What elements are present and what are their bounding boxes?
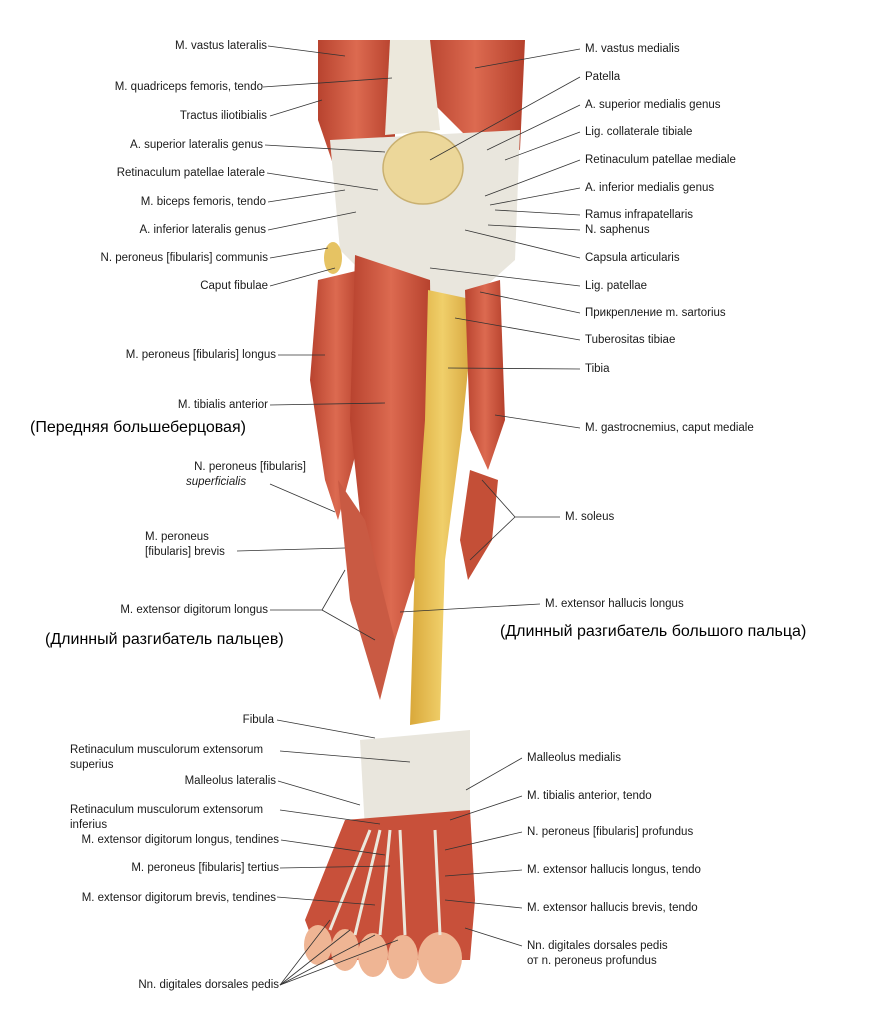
ru-label-extensor-hallucis: (Длинный разгибатель большого пальца): [500, 623, 807, 640]
label-a-superior-lateralis-genus: A. superior lateralis genus: [130, 139, 263, 151]
label-tractus-iliotibialis: Tractus iliotibialis: [179, 110, 267, 122]
label-extensor-hallucis-longus: M. extensor hallucis longus: [545, 598, 684, 610]
label-capsula-articularis: Capsula articularis: [585, 252, 680, 264]
label-retinaculum-inferius-2: inferius: [70, 819, 108, 831]
label-peroneus-tertius: M. peroneus [fibularis] tertius: [131, 862, 279, 874]
label-a-inferior-lateralis-genus: A. inferior lateralis genus: [139, 224, 266, 236]
label-ehb-tendo: M. extensor hallucis brevis, tendo: [527, 902, 698, 914]
toe-3: [358, 933, 388, 977]
label-ehl-tendo: M. extensor hallucis longus, tendo: [527, 864, 701, 876]
label-retinaculum-superius-2: superius: [70, 759, 114, 771]
label-quadriceps-tendo: M. quadriceps femoris, tendo: [114, 81, 263, 93]
label-retinaculum-patellae-mediale: Retinaculum patellae mediale: [585, 154, 736, 166]
label-peroneus-brevis-2: [fibularis] brevis: [145, 546, 225, 558]
label-vastus-lateralis: M. vastus lateralis: [174, 40, 267, 52]
peroneus-longus-shape: [310, 270, 362, 520]
toe-1: [418, 932, 462, 984]
label-n-peroneus-superficialis-1: N. peroneus [fibularis]: [194, 461, 306, 473]
ru-label-extensor-digitorum: (Длинный разгибатель пальцев): [45, 631, 284, 648]
extensor-digitorum-shape: [338, 480, 395, 700]
label-tibialis-anterior-tendo: M. tibialis anterior, tendo: [527, 790, 652, 802]
label-malleolus-medialis: Malleolus medialis: [527, 752, 621, 764]
label-patella: Patella: [585, 71, 621, 83]
label-ramus-infrapatellaris: Ramus infrapatellaris: [585, 209, 694, 221]
label-a-superior-medialis-genus: A. superior medialis genus: [585, 99, 721, 111]
gastrocnemius-shape: [465, 280, 505, 470]
thigh-lateral-muscle: [318, 40, 395, 170]
tibia-shape: [410, 290, 475, 725]
label-retinaculum-superius-1: Retinaculum musculorum extensorum: [70, 744, 264, 756]
label-sartorius: Прикрепление m. sartorius: [585, 307, 726, 319]
label-fibula: Fibula: [242, 714, 274, 726]
label-lig-collaterale-tibiale: Lig. collaterale tibiale: [585, 126, 693, 138]
label-tibialis-anterior: M. tibialis anterior: [177, 399, 268, 411]
label-peroneus-longus: M. peroneus [fibularis] longus: [125, 349, 276, 361]
label-nn-digitales-profundus-1: Nn. digitales dorsales pedis: [527, 940, 668, 952]
patella-shape: [382, 131, 464, 205]
label-nn-digitales-profundus-2: от n. peroneus profundus: [527, 955, 657, 967]
label-retinaculum-inferius-1: Retinaculum musculorum extensorum: [70, 804, 264, 816]
caput-fibulae-shape: [324, 242, 342, 274]
label-biceps-femoris-tendo: M. biceps femoris, tendo: [140, 196, 266, 208]
label-tuberositas-tibiae: Tuberositas tibiae: [585, 334, 676, 346]
label-nn-digitales-dorsales: Nn. digitales dorsales pedis: [138, 979, 279, 991]
label-caput-fibulae: Caput fibulae: [200, 280, 268, 292]
toe-5: [304, 925, 332, 965]
ru-label-tibialis-anterior: (Передняя большеберцовая): [30, 419, 246, 436]
thigh-medial-muscle: [425, 40, 525, 150]
foot-shape: [305, 810, 475, 960]
label-n-peroneus-superficialis-2: superficialis: [186, 476, 247, 488]
label-n-saphenus: N. saphenus: [585, 224, 650, 236]
label-peroneus-brevis-1: M. peroneus: [145, 531, 209, 543]
label-lig-patellae: Lig. patellae: [585, 280, 648, 292]
label-extensor-digitorum-longus: M. extensor digitorum longus: [120, 604, 268, 616]
toe-4: [331, 929, 359, 971]
label-n-peroneus-profundus: N. peroneus [fibularis] profundus: [527, 826, 694, 838]
soleus-shape: [460, 470, 498, 580]
retinaculum-shape: [360, 730, 470, 830]
label-n-peroneus-communis: N. peroneus [fibularis] communis: [100, 252, 268, 264]
label-malleolus-lateralis: Malleolus lateralis: [184, 775, 276, 787]
label-tibia: Tibia: [585, 363, 610, 375]
toe-2: [388, 935, 418, 979]
foot-tendons: [328, 829, 442, 936]
quadriceps-tendon: [385, 40, 440, 135]
label-vastus-medialis: M. vastus medialis: [585, 43, 680, 55]
label-soleus: M. soleus: [565, 511, 615, 523]
label-edb-tendines: M. extensor digitorum brevis, tendines: [81, 892, 276, 904]
label-gastrocnemius: M. gastrocnemius, caput mediale: [585, 422, 754, 434]
leader-lines: [236, 45, 581, 986]
label-a-inferior-medialis-genus: A. inferior medialis genus: [585, 182, 715, 194]
label-edl-tendines: M. extensor digitorum longus, tendines: [81, 834, 279, 846]
label-retinaculum-patellae-laterale: Retinaculum patellae laterale: [116, 167, 265, 179]
